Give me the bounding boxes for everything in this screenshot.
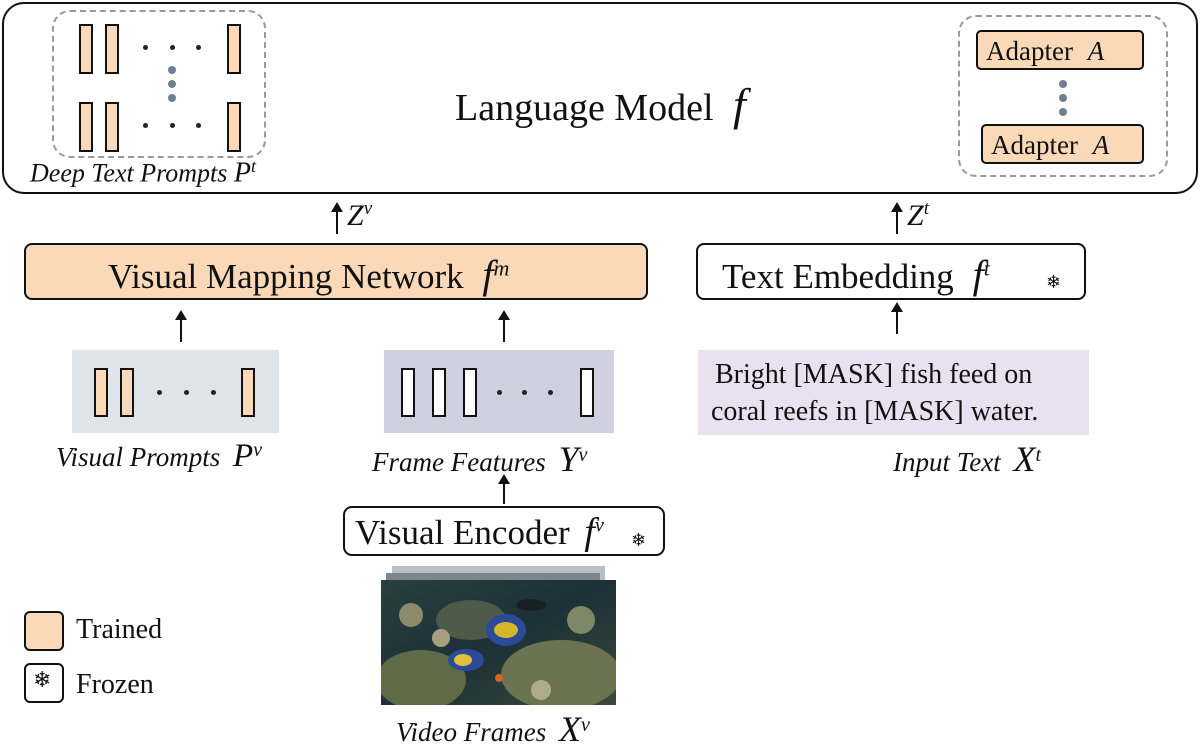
- snowflake-icon: ❄: [631, 530, 647, 551]
- text-prompt-token: [105, 24, 119, 74]
- text-prompt-token: [105, 102, 119, 152]
- vertical-ellipsis-dot: [168, 94, 176, 102]
- visual-prompt-token: [120, 368, 134, 417]
- deep-text-prompts-group: [52, 10, 266, 158]
- ellipsis-dot: [211, 390, 216, 395]
- vertical-ellipsis-dot: [1059, 108, 1067, 116]
- video-frames-label: Video Frames Xv: [396, 709, 590, 749]
- legend-trained-label: Trained: [76, 614, 163, 645]
- frame-features-label: Frame Features Yv: [372, 439, 588, 479]
- up-arrow-icon: [891, 302, 903, 334]
- video-frame-image: [381, 580, 616, 705]
- legend-trained-swatch: [24, 611, 64, 651]
- snowflake-icon: ❄: [1046, 272, 1062, 293]
- ellipsis-dot: [196, 123, 201, 128]
- z-visual-label: Zv: [347, 198, 373, 232]
- frame-feature-token: [580, 368, 594, 417]
- adapter-group: [958, 15, 1168, 177]
- visual-prompt-token: [94, 368, 108, 417]
- text-prompt-token: [79, 24, 93, 74]
- text-prompt-token: [227, 24, 241, 74]
- visual-encoder-box: [343, 506, 665, 556]
- frame-feature-token: [463, 368, 477, 417]
- visual-encoder-label: Visual Encoder fv: [355, 511, 604, 553]
- text-prompt-token: [79, 102, 93, 152]
- input-text-label: Input Text Xt: [893, 439, 1042, 479]
- vertical-ellipsis-dot: [168, 80, 176, 88]
- input-text-panel: [698, 350, 1089, 435]
- ellipsis-dot: [143, 123, 148, 128]
- language-model-box: [2, 2, 1198, 194]
- vertical-ellipsis-dot: [1059, 94, 1067, 102]
- up-arrow-icon: [498, 310, 510, 342]
- text-prompt-token: [227, 102, 241, 152]
- visual-mapping-network-box: [24, 243, 648, 300]
- text-embedding-box: [696, 243, 1086, 300]
- ellipsis-dot: [497, 390, 502, 395]
- up-arrow-icon: [331, 202, 343, 234]
- up-arrow-icon: [498, 474, 510, 504]
- frame-feature-token: [401, 368, 415, 417]
- adapter-top: Adapter A: [976, 30, 1144, 70]
- ellipsis-dot: [143, 45, 148, 50]
- ellipsis-dot: [548, 390, 553, 395]
- text-embedding-label: Text Embedding ft: [722, 252, 990, 297]
- ellipsis-dot: [196, 45, 201, 50]
- legend-frozen-label: Frozen: [76, 669, 154, 700]
- deep-text-prompts-label: Deep Text Prompts Pt: [30, 156, 257, 189]
- z-text-label: Zt: [907, 198, 929, 232]
- visual-prompt-token: [241, 368, 255, 417]
- up-arrow-icon: [175, 310, 187, 342]
- ellipsis-dot: [170, 45, 175, 50]
- ellipsis-dot: [522, 390, 527, 395]
- legend-frozen-swatch: [24, 663, 64, 703]
- vertical-ellipsis-dot: [1059, 80, 1067, 88]
- ellipsis-dot: [170, 123, 175, 128]
- input-text-line-2: coral reefs in [MASK] water.: [711, 396, 1039, 427]
- up-arrow-icon: [891, 202, 903, 234]
- language-model-title: Language Model f: [455, 79, 746, 130]
- ellipsis-dot: [184, 390, 189, 395]
- vertical-ellipsis-dot: [168, 66, 176, 74]
- input-text-line-1: Bright [MASK] fish feed on: [715, 359, 1033, 390]
- frame-feature-token: [432, 368, 446, 417]
- visual-prompts-label: Visual Prompts Pv: [56, 438, 263, 474]
- ellipsis-dot: [157, 390, 162, 395]
- adapter-bottom: Adapter A: [981, 124, 1144, 164]
- visual-mapping-network-label: Visual Mapping Network fm: [108, 252, 510, 297]
- snowflake-icon: ❄: [33, 668, 52, 693]
